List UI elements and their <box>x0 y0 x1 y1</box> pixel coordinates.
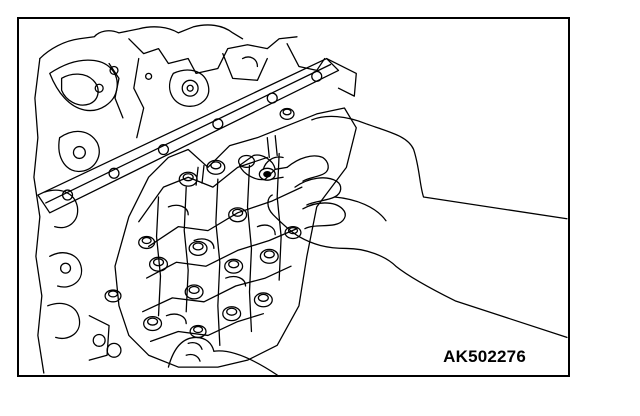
lower-hand <box>167 336 278 375</box>
transmission-valve-body-illustration <box>33 24 568 375</box>
upper-casing <box>94 36 326 139</box>
bolt <box>184 284 204 300</box>
bolt <box>279 107 295 121</box>
bolt <box>224 258 244 274</box>
bolt <box>222 306 242 322</box>
bolt <box>143 316 163 332</box>
figure-code-label: AK502276 <box>441 347 528 367</box>
bolt <box>253 292 273 308</box>
housing-casing <box>33 24 244 374</box>
bolt <box>178 171 198 187</box>
socket-tool <box>237 154 288 181</box>
right-hand <box>262 115 568 339</box>
bolt <box>284 226 302 240</box>
bolt <box>206 159 226 175</box>
bolt <box>188 240 208 256</box>
bolt <box>189 324 207 339</box>
valve-body-block <box>114 107 357 368</box>
bolt <box>104 289 122 303</box>
bolt <box>138 235 156 250</box>
gasket-flange <box>37 57 357 214</box>
bolt <box>259 248 279 264</box>
bolt <box>148 256 169 272</box>
valve-body-bolts <box>104 107 302 339</box>
figure-frame: AK502276 <box>17 17 570 377</box>
bolt <box>228 207 248 223</box>
